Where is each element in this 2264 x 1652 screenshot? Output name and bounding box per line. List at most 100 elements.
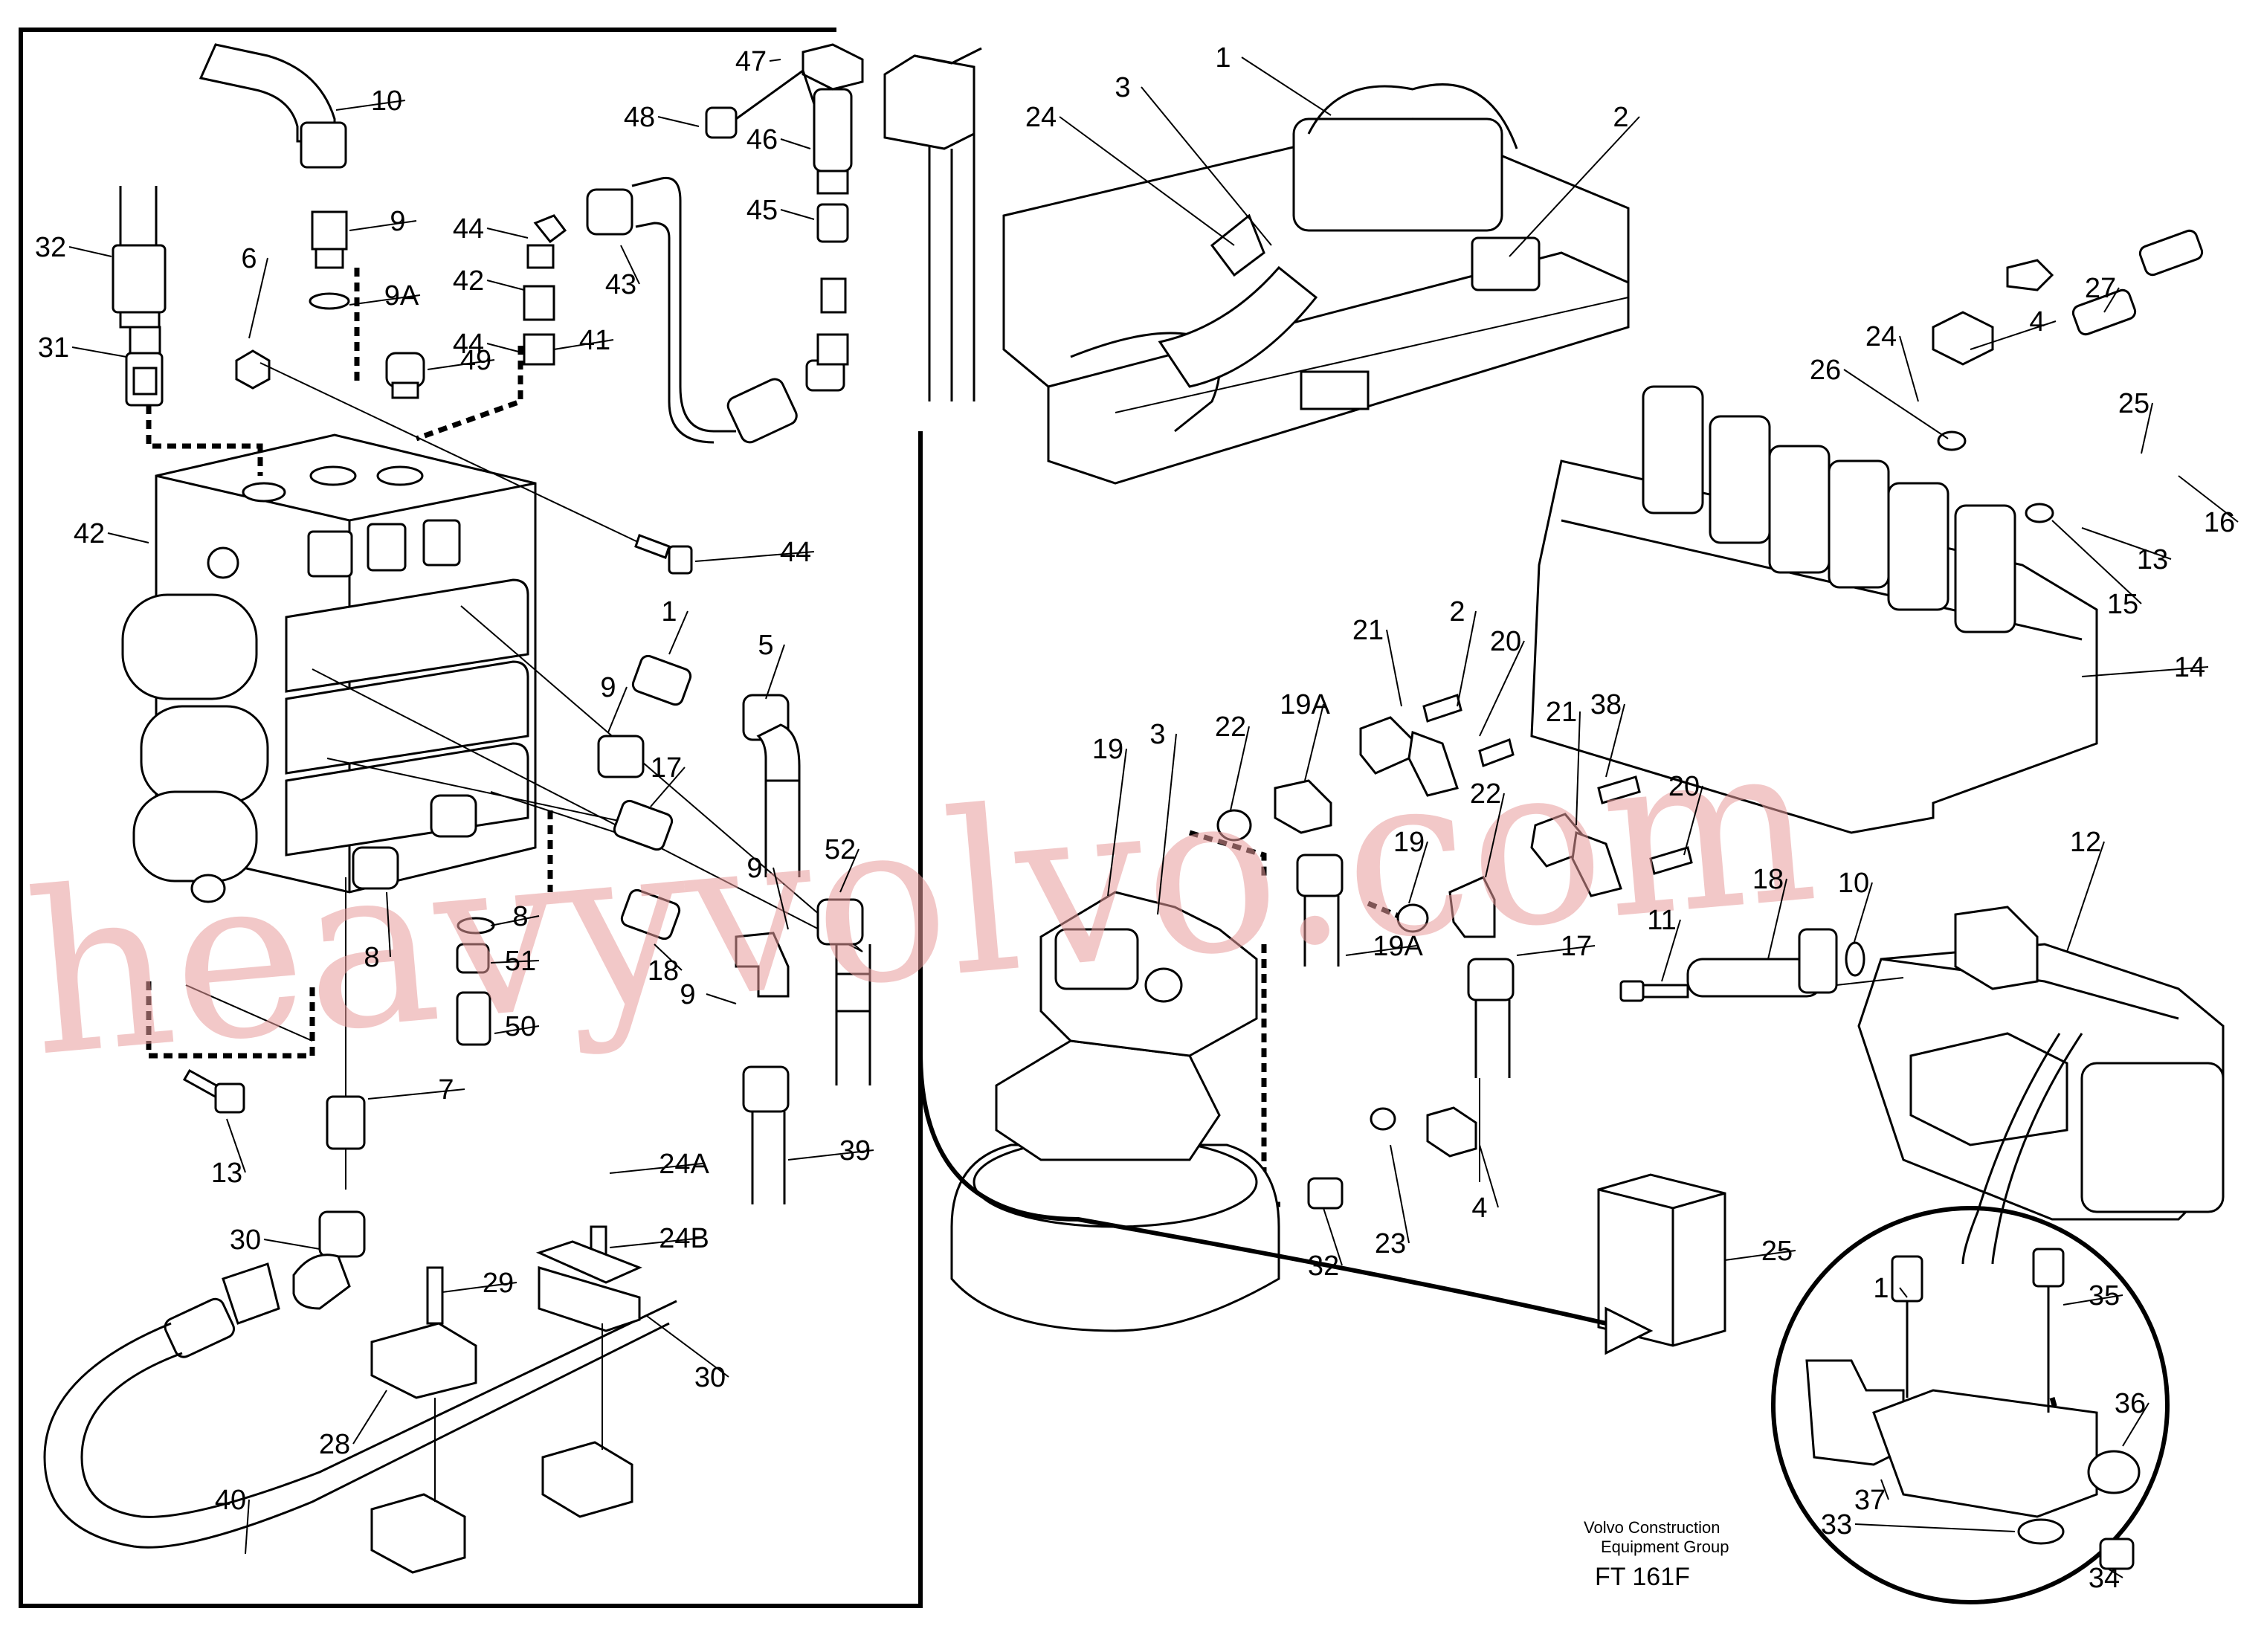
nut-6: [235, 349, 271, 390]
callout-label: 19: [1092, 734, 1123, 765]
callout-leader: [2051, 520, 2142, 604]
callout-label: 47: [735, 46, 767, 77]
plug-49: [385, 352, 425, 399]
callout-leader: [349, 294, 421, 306]
bolt-5: [634, 534, 693, 575]
callout-leader: [1485, 793, 1505, 878]
callout-label: 27: [2085, 273, 2116, 304]
callout-leader: [2107, 1568, 2123, 1578]
callout-label: 2: [1449, 596, 1465, 627]
callout-label: 21: [1546, 697, 1577, 728]
callout-label: 33: [1821, 1509, 1852, 1540]
callout-leader: [1479, 1144, 1499, 1208]
callout-leader: [1345, 945, 1417, 956]
callout-leader: [2122, 1402, 2149, 1447]
callout-leader: [486, 343, 525, 354]
callout-label: 42: [453, 265, 484, 297]
callout-leader: [2063, 1294, 2123, 1306]
callout-label: 45: [746, 195, 778, 226]
callout-leader: [1899, 335, 1919, 402]
callout-label: 7: [438, 1074, 454, 1106]
callout-leader: [787, 1149, 874, 1161]
box-1-reference: [1597, 1173, 1726, 1347]
machine-overview: [1002, 83, 1630, 485]
callout-label: 11: [1647, 905, 1676, 936]
callout-label: 30: [230, 1225, 261, 1256]
callout-label: 23: [1375, 1228, 1406, 1259]
callout-leader: [1323, 1207, 1343, 1266]
callout-leader: [352, 1390, 387, 1445]
callout-label: 1: [661, 596, 677, 627]
callout-leader: [1230, 726, 1250, 811]
callout-label: 20: [1668, 771, 1700, 802]
callout-leader: [427, 359, 495, 370]
callout-leader: [773, 867, 789, 930]
callout-label: 17: [651, 752, 682, 784]
callout-leader: [1661, 919, 1681, 982]
callout-leader: [1479, 640, 1525, 737]
callout-leader: [335, 100, 406, 111]
shaft-10-11-12: [1619, 928, 1904, 1002]
callout-leader: [657, 116, 700, 127]
callout-leader: [769, 59, 781, 62]
hose-18-left: [816, 898, 871, 1085]
callout-leader: [2178, 475, 2239, 523]
company-caption-line2: Equipment Group: [1601, 1538, 1729, 1556]
callout-leader: [1880, 1479, 1889, 1500]
callout-label: 18: [648, 955, 679, 987]
callout-leader: [553, 339, 614, 350]
callout-label: 5: [758, 630, 773, 661]
callout-leader: [490, 915, 540, 926]
left-panel-frame: [19, 28, 923, 1608]
callout-label: 1: [1873, 1273, 1889, 1304]
callout-leader: [706, 993, 737, 1004]
callout-label: 38: [1590, 689, 1622, 720]
callout-label: 22: [1215, 712, 1246, 743]
callout-leader: [68, 246, 112, 257]
pump-4: [1857, 906, 2225, 1265]
callout-leader: [367, 1088, 465, 1100]
callout-label: 51: [505, 946, 536, 977]
callout-leader: [1767, 878, 1787, 960]
callout-leader: [1576, 711, 1581, 826]
callout-leader: [71, 346, 127, 358]
sensor-50-51-52: [456, 917, 495, 1046]
detail-circle: [1771, 1206, 2170, 1604]
callout-label: 12: [2070, 827, 2101, 858]
hose-17-left: [742, 694, 801, 877]
callout-leader: [1854, 1523, 2016, 1532]
callout-label: 35: [2089, 1280, 2120, 1311]
callout-label: 24B: [659, 1223, 709, 1254]
callout-leader: [1843, 369, 1949, 439]
callout-label: 37: [1854, 1485, 1886, 1516]
callout-label: 9: [680, 979, 695, 1010]
callout-leader: [1390, 1144, 1410, 1244]
callout-label: 28: [319, 1429, 350, 1460]
callout-label: 13: [211, 1158, 242, 1189]
clamps-28-29-30-40: [370, 1225, 642, 1574]
solenoid-manifold-2: [1530, 229, 2204, 834]
callout-leader: [490, 960, 540, 964]
callout-leader: [609, 1163, 703, 1174]
callout-leader: [620, 245, 640, 285]
company-caption-line1: Volvo Construction: [1584, 1518, 1720, 1537]
callout-label: 4: [1471, 1193, 1487, 1224]
callout-leader: [349, 220, 417, 231]
callout-label: 31: [38, 332, 69, 364]
callout-leader: [1304, 703, 1324, 781]
callout-label: 9A: [384, 280, 419, 312]
callout-label: 1: [1215, 42, 1231, 74]
callout-leader: [2081, 666, 2209, 677]
callout-label: 9: [390, 206, 405, 237]
callout-leader: [486, 280, 525, 291]
callout-label: 9: [746, 853, 762, 884]
callout-leader: [654, 943, 683, 971]
callout-label: 25: [2118, 388, 2149, 419]
callout-label: 30: [694, 1362, 726, 1393]
callout-label: 3: [1149, 719, 1165, 750]
callout-label: 3: [1115, 72, 1130, 103]
elbow-39-hose-13: [735, 932, 790, 1204]
fittings-right-of-valve: [352, 654, 692, 940]
bracket-top: [883, 47, 982, 401]
